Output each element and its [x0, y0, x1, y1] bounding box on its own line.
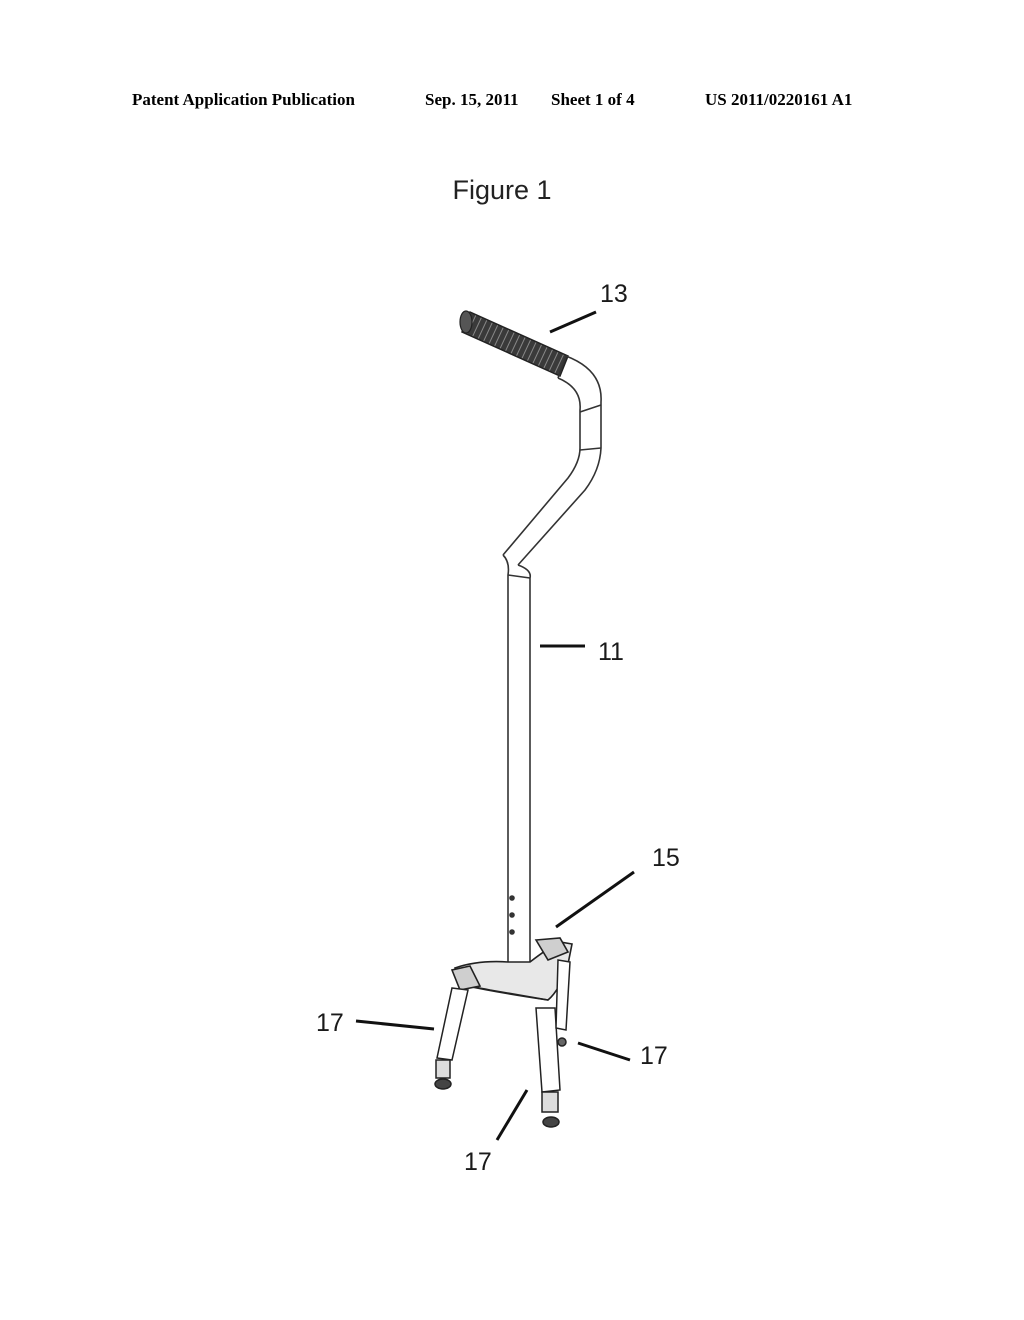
cane-shaft: [502, 554, 532, 970]
leader-handle: [549, 310, 597, 334]
publication-date: Sep. 15, 2011: [425, 90, 519, 109]
handle-grip: [459, 310, 569, 378]
leader-leg-front: [495, 1089, 529, 1141]
cane-base: [450, 937, 573, 1001]
cane-leg-left: [434, 987, 469, 1090]
leader-leg-left: [355, 1019, 435, 1031]
cane-leg-front: [535, 1007, 561, 1128]
leader-base: [555, 870, 635, 929]
label-handle: 13: [600, 280, 628, 308]
cane-bent-tube: [502, 355, 602, 566]
leader-lines: [355, 310, 635, 1141]
sheet-number: Sheet 1 of 4: [551, 90, 635, 109]
page-header: Patent Application Publication Sep. 15, …: [0, 90, 1024, 114]
publication-number: US 2011/0220161 A1: [705, 90, 853, 109]
publication-type: Patent Application Publication: [132, 90, 355, 109]
leader-leg-right: [577, 1041, 631, 1062]
label-shaft: 11: [598, 638, 624, 666]
label-leg-left: 17: [316, 1009, 344, 1037]
figure-title: Figure 1: [452, 175, 552, 205]
label-leg-front: 17: [464, 1148, 492, 1176]
label-base: 15: [652, 844, 680, 872]
cane-leg-right: [555, 959, 571, 1047]
label-leg-right: 17: [640, 1042, 668, 1070]
